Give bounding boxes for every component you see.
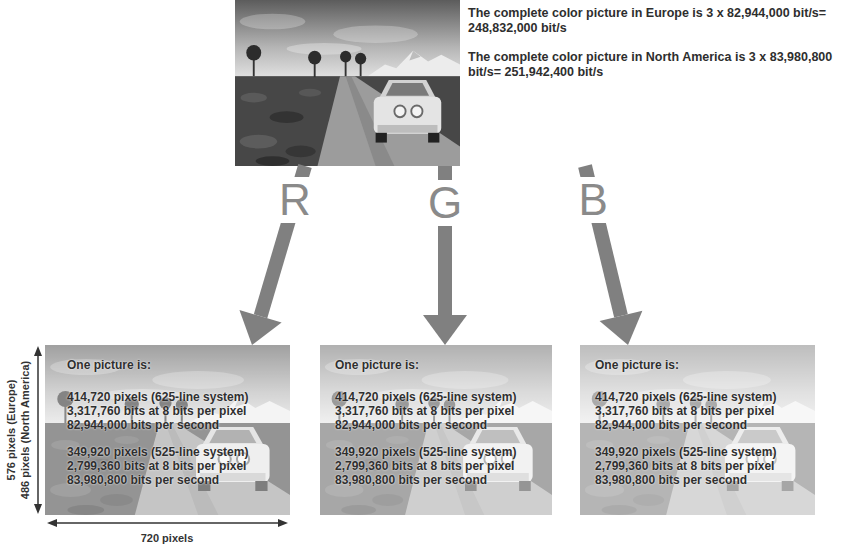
arrow-head [600, 311, 643, 345]
panel-line: 82,944,000 bits per second [67, 418, 219, 432]
panel-line: 414,720 pixels (625-line system) [67, 390, 248, 404]
caption-text: The complete color picture in Europe is … [468, 6, 838, 36]
channel-panel: One picture is: 414,720 pixels (625-line … [580, 345, 815, 515]
channel-panel: One picture is: 414,720 pixels (625-line … [320, 345, 552, 515]
caption-text: The complete color picture in North Amer… [468, 50, 838, 80]
panel-line: 82,944,000 bits per second [595, 418, 747, 432]
arrow-head [423, 315, 467, 345]
panel-line: 83,980,800 bits per second [335, 473, 487, 487]
panel-line: 414,720 pixels (625-line system) [595, 390, 776, 404]
channel-letter: G [422, 180, 468, 226]
channel-letter: B [572, 177, 613, 223]
panel-line: 83,980,800 bits per second [67, 473, 219, 487]
channel-letter: R [273, 177, 317, 223]
panel-line: 2,799,360 bits at 8 bits per pixel [67, 459, 246, 473]
panel-heading: One picture is: [595, 358, 679, 372]
dimension-label: 720 pixels [141, 532, 194, 545]
arrow-head [239, 310, 281, 345]
panel-line: 349,920 pixels (525-line system) [595, 445, 776, 459]
panel-line: 82,944,000 bits per second [335, 418, 487, 432]
panel-line: 3,317,760 bits at 8 bits per pixel [335, 404, 514, 418]
panel-line: 3,317,760 bits at 8 bits per pixel [67, 404, 246, 418]
panel-line: 2,799,360 bits at 8 bits per pixel [335, 459, 514, 473]
panel-line: 3,317,760 bits at 8 bits per pixel [595, 404, 774, 418]
panel-heading: One picture is: [67, 358, 151, 372]
panel-line: 2,799,360 bits at 8 bits per pixel [595, 459, 774, 473]
dimension-label: 576 pixels (Europe) [5, 380, 18, 481]
panel-line: 349,920 pixels (525-line system) [335, 445, 516, 459]
channel-panel: One picture is: 414,720 pixels (625-line … [45, 345, 290, 515]
panel-line: 349,920 pixels (525-line system) [67, 445, 248, 459]
panel-line: 83,980,800 bits per second [595, 473, 747, 487]
dimension-label: 486 pixels (North America) [19, 361, 32, 499]
color-picture-box: The complete color picture in Europe is … [235, 0, 847, 166]
panel-heading: One picture is: [335, 358, 419, 372]
panel-line: 414,720 pixels (625-line system) [335, 390, 516, 404]
color-picture [235, 0, 460, 166]
